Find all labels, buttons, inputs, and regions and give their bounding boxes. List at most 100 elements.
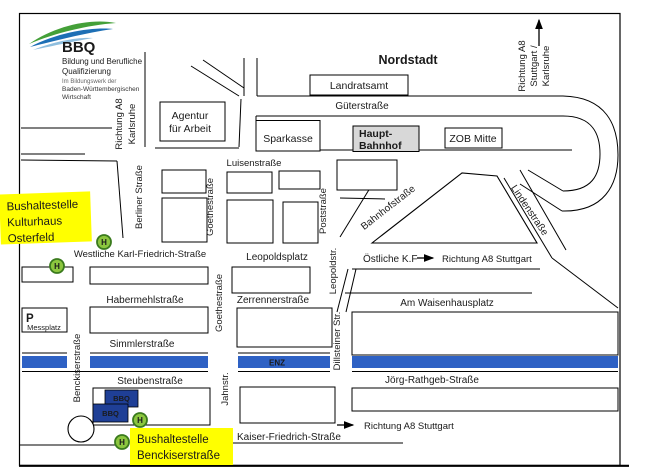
parking-icon: P xyxy=(26,313,34,325)
zob-building xyxy=(444,127,503,149)
street-label-oestliche-kf: Östliche K.F xyxy=(363,253,417,265)
zob-label: ZOB Mitte xyxy=(449,133,496,145)
building-block xyxy=(89,266,209,285)
road-lindenstrasse xyxy=(519,169,567,251)
street-label-joerg-rathgeb: Jörg-Rathgeb-Straße xyxy=(385,375,479,386)
bus-stop-icon: H xyxy=(96,234,112,250)
hauptbahnhof-building xyxy=(352,125,420,152)
street-label-goethestrasse: Goethestraße xyxy=(205,178,216,236)
road-line xyxy=(519,183,563,212)
street-label-leopoldsplatz: Leopoldsplatz xyxy=(246,252,308,263)
direction-a8-karlsruhe: Richtung A8 xyxy=(114,98,125,149)
river-enz: ENZ xyxy=(22,356,618,368)
logo-swoosh-light xyxy=(33,37,93,50)
street-label-luisenstrasse: Luisenstraße xyxy=(227,158,282,169)
bus-stop-icon: H xyxy=(132,412,148,428)
direction-a8-stuttgart-bottom: Richtung A8 Stuttgart xyxy=(364,421,454,432)
road-line xyxy=(190,65,240,97)
hauptbahnhof-label: Haupt- xyxy=(359,128,393,140)
bus-stop-letter: H xyxy=(101,238,107,247)
callout-text: Kulturhaus xyxy=(7,215,63,229)
bus-stop-icon: H xyxy=(114,434,130,450)
direction-a8-stuttgart-karlsruhe: Karlsruhe xyxy=(541,46,552,87)
logo-subtitle: Qualifizierung xyxy=(62,67,111,76)
road-lines xyxy=(19,52,619,446)
bus-stop-letter: H xyxy=(137,416,143,425)
building-block xyxy=(21,266,74,283)
bus-stop-icon: H xyxy=(49,258,65,274)
street-label-kaiser-friedrich: Kaiser-Friedrich-Straße xyxy=(237,432,341,443)
logo-tagline: Wirtschaft xyxy=(62,94,91,101)
building-block xyxy=(278,170,321,190)
logo-tagline: Baden-Württembergischen xyxy=(62,86,140,93)
building-block xyxy=(226,171,273,194)
street-label-steubenstrasse: Steubenstraße xyxy=(117,376,183,387)
road-line xyxy=(339,197,386,200)
road-leopoldstr xyxy=(345,268,357,313)
river-segment xyxy=(238,356,330,368)
road-line xyxy=(202,59,245,89)
road-loop-outer xyxy=(561,95,619,212)
street-label-benckiserstrasse: Benckiserstraße xyxy=(72,334,83,403)
logo-subtitle: Bildung und Berufliche xyxy=(62,57,143,66)
street-label-am-waisenhausplatz: Am Waisenhausplatz xyxy=(400,298,494,309)
agentur-label: für Arbeit xyxy=(169,123,211,135)
road-lindenstrasse xyxy=(551,257,619,309)
bus-stop-callout-benckiserstrasse: Bushaltestelle Benckiserstraße xyxy=(130,428,233,465)
bbq-logo: BBQ Bildung und Berufliche Qualifizierun… xyxy=(29,21,143,101)
street-label-habermehlstrasse: Habermehlstraße xyxy=(106,295,184,306)
landratsamt-building xyxy=(309,74,409,96)
building-block xyxy=(89,306,209,334)
road-lindenstrasse xyxy=(503,177,553,259)
hauptbahnhof-label: Bahnhof xyxy=(359,140,402,152)
callout-text: Bushaltestelle xyxy=(6,199,78,213)
bus-stop-letter: H xyxy=(119,438,125,447)
callout-text: Bushaltestelle xyxy=(137,434,209,446)
building-block xyxy=(226,199,274,244)
street-label-gueterstrasse: Güterstraße xyxy=(335,101,389,112)
building-block xyxy=(239,386,336,424)
direction-a8-stuttgart-karlsruhe: Richtung A8 xyxy=(517,40,528,91)
bus-stop-icons: H H H H xyxy=(49,234,148,450)
bus-stop-callout-kulturhaus: Bushaltestelle Kulturhaus Osterfeld xyxy=(0,191,92,245)
triangle-block xyxy=(370,172,538,244)
bbq-building-2 xyxy=(92,403,129,423)
street-label-berliner: Berliner Straße xyxy=(134,165,145,229)
callout-text: Osterfeld xyxy=(8,232,55,246)
building-block xyxy=(351,311,619,356)
bus-stop-letter: H xyxy=(54,262,60,271)
street-label-zerrennerstrasse: Zerrennerstraße xyxy=(237,295,310,306)
agentur-building xyxy=(159,101,226,142)
messplatz-parking-block xyxy=(21,307,68,333)
building-block xyxy=(236,307,333,348)
building-blocks xyxy=(21,74,619,426)
logo-tagline: Im Bildungswerk der xyxy=(62,79,116,85)
street-label-poststrasse: Poststraße xyxy=(318,188,329,234)
street-label-leopoldstr: Leopoldstr. xyxy=(328,248,339,294)
river-segment xyxy=(22,356,67,368)
bbq-building-label: BBQ xyxy=(102,409,119,418)
bbq-building-label: BBQ xyxy=(113,394,130,403)
street-label-jahnstr: Jahnstr. xyxy=(220,372,231,405)
road-line xyxy=(527,169,564,192)
callout-text: Benckiserstraße xyxy=(137,450,220,462)
landratsamt-label: Landratsamt xyxy=(330,80,388,92)
road-leopoldstr xyxy=(336,268,349,313)
direction-a8-stuttgart: Richtung A8 Stuttgart xyxy=(442,254,532,265)
district-label: Nordstadt xyxy=(378,53,438,67)
agentur-label: Agentur xyxy=(172,110,209,122)
callout-highlight xyxy=(0,191,92,245)
sparkasse-label: Sparkasse xyxy=(263,133,313,145)
street-label-simmlerstrasse: Simmlerstraße xyxy=(109,339,174,350)
river-segment xyxy=(90,356,208,368)
building-block xyxy=(351,387,619,412)
messplatz-label: Messplatz xyxy=(27,323,61,332)
direction-a8-karlsruhe: Karlsruhe xyxy=(127,104,138,145)
callout-highlight xyxy=(130,428,233,465)
building-block xyxy=(161,197,208,243)
sparkasse-building xyxy=(255,120,321,152)
logo-wordmark: BBQ xyxy=(62,39,96,56)
river-segment xyxy=(352,356,618,368)
street-label-goethestrasse: Goethestraße xyxy=(214,274,225,332)
